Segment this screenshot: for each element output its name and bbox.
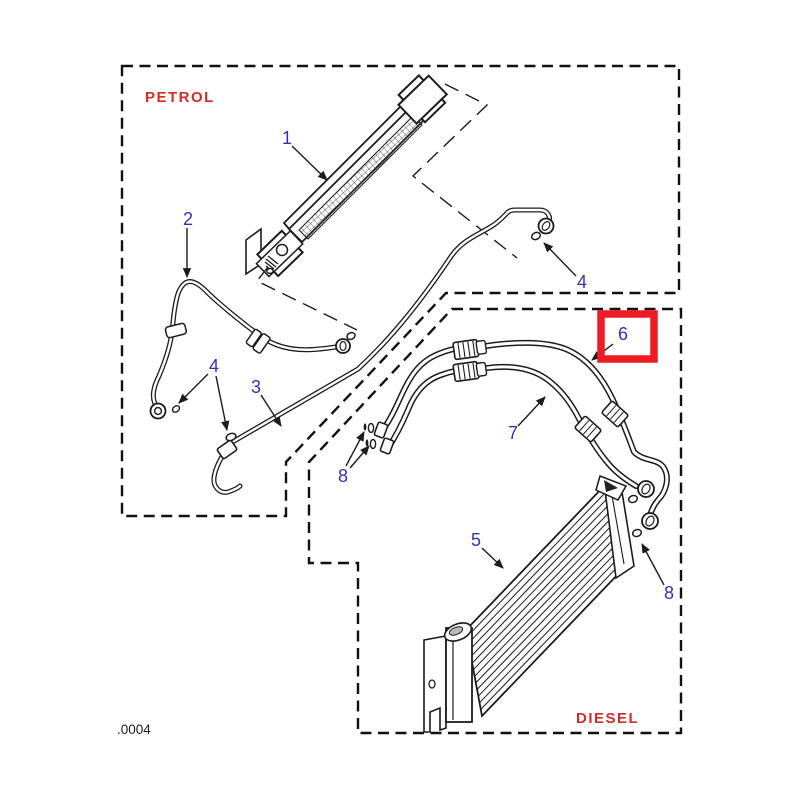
washer-hose-flange: [171, 405, 181, 413]
callout-part-5[interactable]: 5: [471, 530, 504, 569]
callout-label-6[interactable]: 6: [618, 324, 628, 344]
callout-label-1[interactable]: 1: [282, 128, 292, 148]
callout-label-4-top[interactable]: 4: [577, 272, 587, 292]
callout-label-3[interactable]: 3: [251, 377, 261, 397]
callout-label-8-left[interactable]: 8: [338, 466, 348, 486]
washer-pipe-end: [530, 231, 542, 241]
callout-part-8-right[interactable]: 8: [641, 543, 674, 603]
callout-label-8-right[interactable]: 8: [664, 583, 674, 603]
callout-part-1[interactable]: 1: [282, 128, 328, 181]
hose-ring-fitting: [164, 322, 188, 339]
diesel-oil-cooler: [423, 475, 635, 733]
seal-ring-port-upper: [627, 494, 639, 504]
seal-ring-lower: [369, 438, 377, 450]
callout-part-6[interactable]: 6: [591, 310, 658, 363]
diesel-cooler-top-bracket: [595, 475, 628, 501]
washer-hose-end: [346, 331, 356, 341]
petrol-hose: [149, 279, 356, 420]
callout-label-2[interactable]: 2: [183, 209, 193, 229]
callout-part-2[interactable]: 2: [182, 209, 193, 279]
cooler-end-cap: [397, 74, 449, 125]
diesel-cooler-seals-right: [627, 480, 659, 538]
assembly-line-top: [411, 83, 518, 259]
diesel-cooler-left-tank: [443, 622, 473, 723]
highlight-box-part-6: [597, 310, 658, 363]
callout-part-4-top[interactable]: 4: [543, 242, 587, 292]
hose-ferrule-outer: [601, 400, 629, 428]
hose-end-nut: [335, 338, 351, 354]
hose-ferrule-inner: [574, 415, 602, 443]
seal-ring-port-lower: [631, 528, 643, 538]
diesel-hose-outer: [378, 339, 670, 519]
petrol-oil-cooler: [245, 74, 449, 278]
callout-part-7[interactable]: 7: [508, 396, 546, 443]
cooler-union-stub: [264, 255, 279, 275]
cooler-fins: [466, 490, 622, 710]
diesel-region-outline: [307, 307, 683, 735]
callout-part-4-left[interactable]: 4: [178, 356, 230, 432]
hose-crimp-collar: [245, 328, 271, 354]
washer-pipe-lower: [225, 432, 237, 442]
diesel-hose-inner: [385, 363, 639, 489]
callout-part-8-left[interactable]: 8: [338, 431, 370, 486]
cooler-bracket: [245, 227, 305, 278]
callout-part-3[interactable]: 3: [251, 377, 282, 427]
assembly-line-left: [255, 266, 358, 331]
petrol-region-label: PETROL: [145, 89, 215, 106]
petrol-pipe: [171, 207, 555, 495]
figure-code: .0004: [117, 722, 151, 737]
callout-label-5[interactable]: 5: [471, 530, 481, 550]
diesel-region-label: DIESEL: [576, 710, 639, 727]
callout-label-7[interactable]: 7: [508, 423, 518, 443]
pipe-collar-fitting: [216, 439, 238, 460]
pipe-end-nut: [537, 217, 555, 235]
cooler-core-hatch: [298, 115, 423, 240]
diesel-pipe-seals-left: [363, 421, 395, 455]
hose-union-lower: [452, 360, 488, 383]
callout-label-4-left[interactable]: 4: [209, 356, 219, 376]
hose-end-flange: [149, 402, 167, 420]
seal-ring-upper: [367, 422, 375, 434]
petrol-region-outline: [120, 64, 681, 518]
hose-union-upper: [452, 338, 488, 361]
diesel-cooler-bracket: [423, 635, 447, 733]
